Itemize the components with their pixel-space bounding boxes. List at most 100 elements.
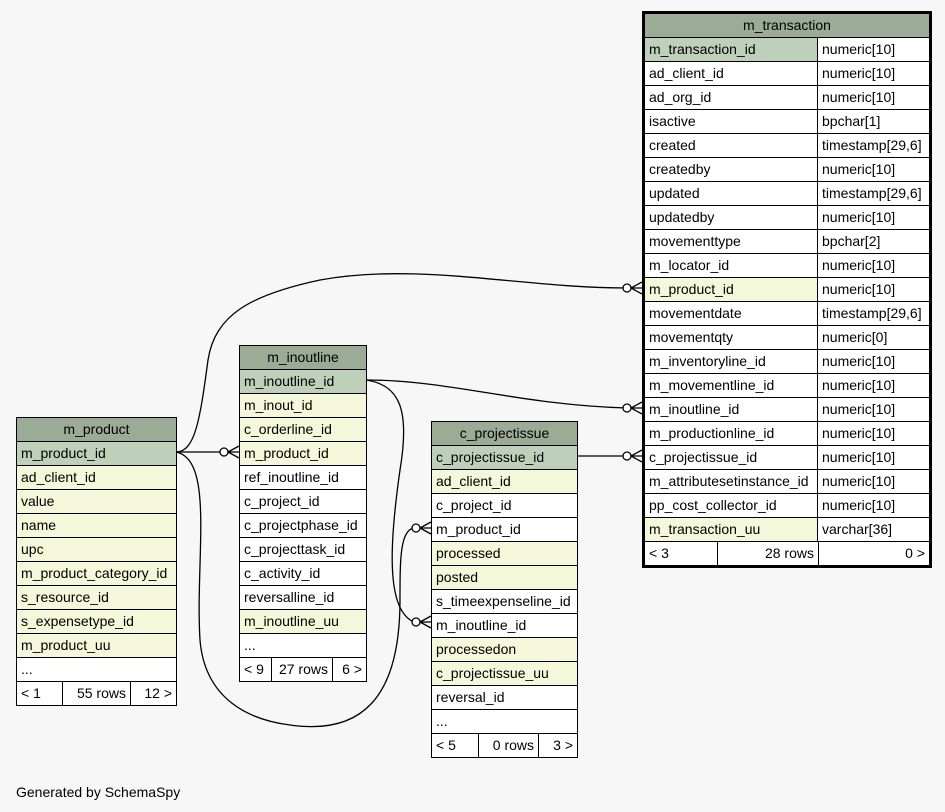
table-row[interactable]: m_inoutline_id (432, 614, 577, 638)
next-count[interactable]: 6 > (332, 658, 366, 681)
edge-end-circle (411, 523, 421, 533)
edge-end-circle (622, 283, 632, 293)
column-name: m_productionline_id (645, 422, 817, 445)
table-row[interactable]: c_projecttask_id (240, 538, 366, 562)
column-name: m_locator_id (645, 254, 817, 277)
table-title[interactable]: c_projectissue (432, 422, 577, 446)
row-count[interactable]: 27 rows (271, 658, 332, 681)
table-row[interactable]: ... (432, 710, 577, 734)
column-type: numeric[10] (817, 254, 929, 277)
table-row[interactable]: m_inoutline_uu (240, 610, 366, 634)
table-row[interactable]: name (17, 514, 176, 538)
table-row[interactable]: ... (17, 658, 176, 682)
table-row[interactable]: processed (432, 542, 577, 566)
table-row[interactable]: s_timeexpenseline_id (432, 590, 577, 614)
table-title[interactable]: m_inoutline (240, 346, 366, 370)
table-row[interactable]: c_projectphase_id (240, 514, 366, 538)
column-type: numeric[10] (817, 62, 929, 85)
row-count[interactable]: 55 rows (62, 682, 130, 705)
column-name: c_projectissue_id (645, 446, 817, 469)
column-type: numeric[0] (817, 326, 929, 349)
column-type: varchar[36] (817, 518, 929, 541)
table-row[interactable]: m_product_id (17, 442, 176, 466)
column-name: s_expensetype_id (21, 613, 134, 629)
table-row[interactable]: m_product_uu (17, 634, 176, 658)
table-row[interactable]: c_orderline_id (240, 418, 366, 442)
table-row[interactable]: ad_client_id (432, 470, 577, 494)
prev-count[interactable]: < 3 (649, 545, 669, 561)
table-row[interactable]: upc (17, 538, 176, 562)
column-name: movementqty (645, 326, 817, 349)
table-row[interactable]: c_activity_id (240, 562, 366, 586)
table-row[interactable]: posted (432, 566, 577, 590)
table-row[interactable]: m_inout_id (240, 394, 366, 418)
row-count[interactable]: 28 rows (717, 542, 818, 565)
column-name: c_projectphase_id (244, 517, 358, 533)
next-count[interactable]: 3 > (538, 734, 577, 757)
generated-by-label: Generated by SchemaSpy (16, 784, 181, 800)
prev-count[interactable]: < 5 (436, 737, 456, 753)
crowfoot-icon (630, 449, 643, 463)
table-row[interactable]: c_projectissue_id (432, 446, 577, 470)
table-row[interactable]: s_resource_id (17, 586, 176, 610)
table-row[interactable]: reversalline_id (240, 586, 366, 610)
crowfoot-icon (419, 615, 432, 629)
prev-count[interactable]: < 9 (244, 661, 264, 677)
next-count[interactable]: 0 > (818, 542, 929, 565)
table-row[interactable]: c_projectissue_uu (432, 662, 577, 686)
next-count[interactable]: 12 > (130, 682, 176, 705)
table-row[interactable]: ... (240, 634, 366, 658)
column-name: pp_cost_collector_id (645, 494, 817, 517)
column-name: created (645, 134, 817, 157)
column-name: m_product_id (645, 278, 817, 301)
column-name: m_product_uu (21, 637, 111, 653)
table-row[interactable]: m_product_id (240, 442, 366, 466)
column-name: ref_inoutline_id (244, 469, 339, 485)
column-type: numeric[10] (817, 350, 929, 373)
table-row[interactable]: m_inoutline_id (240, 370, 366, 394)
table-row[interactable]: m_product_category_id (17, 562, 176, 586)
column-name: m_product_category_id (21, 565, 168, 581)
table-row[interactable]: m_product_id (432, 518, 577, 542)
table-row[interactable]: s_expensetype_id (17, 610, 176, 634)
prev-count[interactable]: < 1 (21, 685, 41, 701)
table-row[interactable]: ad_client_id (17, 466, 176, 490)
table-row[interactable]: reversal_id (432, 686, 577, 710)
table-row[interactable]: processedon (432, 638, 577, 662)
table-row[interactable]: ref_inoutline_id (240, 466, 366, 490)
table-row[interactable]: c_project_id (240, 490, 366, 514)
table-row[interactable]: value (17, 490, 176, 514)
table-title[interactable]: m_transaction (645, 14, 929, 38)
column-name: m_movementline_id (645, 374, 817, 397)
table-row[interactable]: c_project_id (432, 494, 577, 518)
row-count[interactable]: 0 rows (478, 734, 538, 757)
table-title[interactable]: m_product (17, 418, 176, 442)
column-name: updatedby (645, 206, 817, 229)
